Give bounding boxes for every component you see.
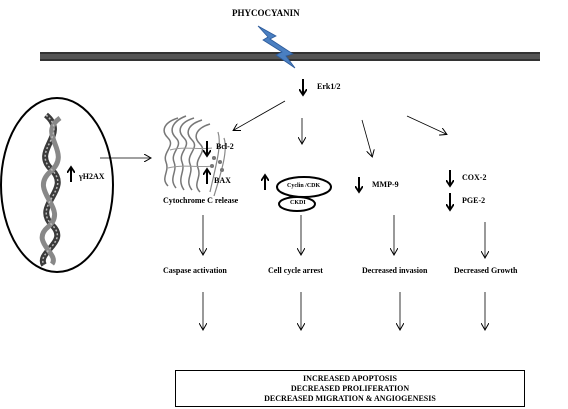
cell-membrane <box>40 52 540 61</box>
ckdi-label: CKDI <box>290 200 306 206</box>
dna-helix-icon <box>39 112 62 267</box>
cytochrome-label: Cytochrome C release <box>163 196 239 205</box>
h2ax-label: γH2AX <box>79 172 105 181</box>
bcl2-label: Bcl-2 <box>216 142 234 151</box>
outcome-proliferation: DECREASED PROLIFERATION <box>290 384 410 393</box>
ckdi-oval <box>278 196 316 212</box>
mmp9-label: MMP-9 <box>372 180 399 189</box>
caspase-label: Caspase activation <box>163 266 227 275</box>
erk-label: Erk1/2 <box>317 82 341 91</box>
diagram-title: PHYCOCYANIN <box>232 8 300 18</box>
decreased-growth-label: Decreased Growth <box>454 266 518 275</box>
outcome-box: INCREASED APOPTOSIS DECREASED PROLIFERAT… <box>175 370 525 407</box>
decreased-invasion-label: Decreased invasion <box>362 266 428 275</box>
arrow-erk-to-mmp <box>361 119 372 156</box>
cox2-label: COX-2 <box>462 173 487 182</box>
lightning-icon <box>257 25 296 69</box>
outcome-apoptosis: INCREASED APOPTOSIS <box>303 374 397 383</box>
pge2-label: PGE-2 <box>462 196 486 205</box>
mitochondria-icon <box>163 115 226 197</box>
arrow-erk-to-mito <box>234 100 286 130</box>
outcome-migration: DECREASED MIGRATION & ANGIOGENESIS <box>264 394 436 403</box>
cell-cycle-arrest-label: Cell cycle arrest <box>268 266 323 275</box>
bax-label: BAX <box>214 176 231 185</box>
cyclin-cdk-label: Cyclin /CDK <box>287 183 321 189</box>
arrow-erk-to-cox <box>406 115 446 134</box>
